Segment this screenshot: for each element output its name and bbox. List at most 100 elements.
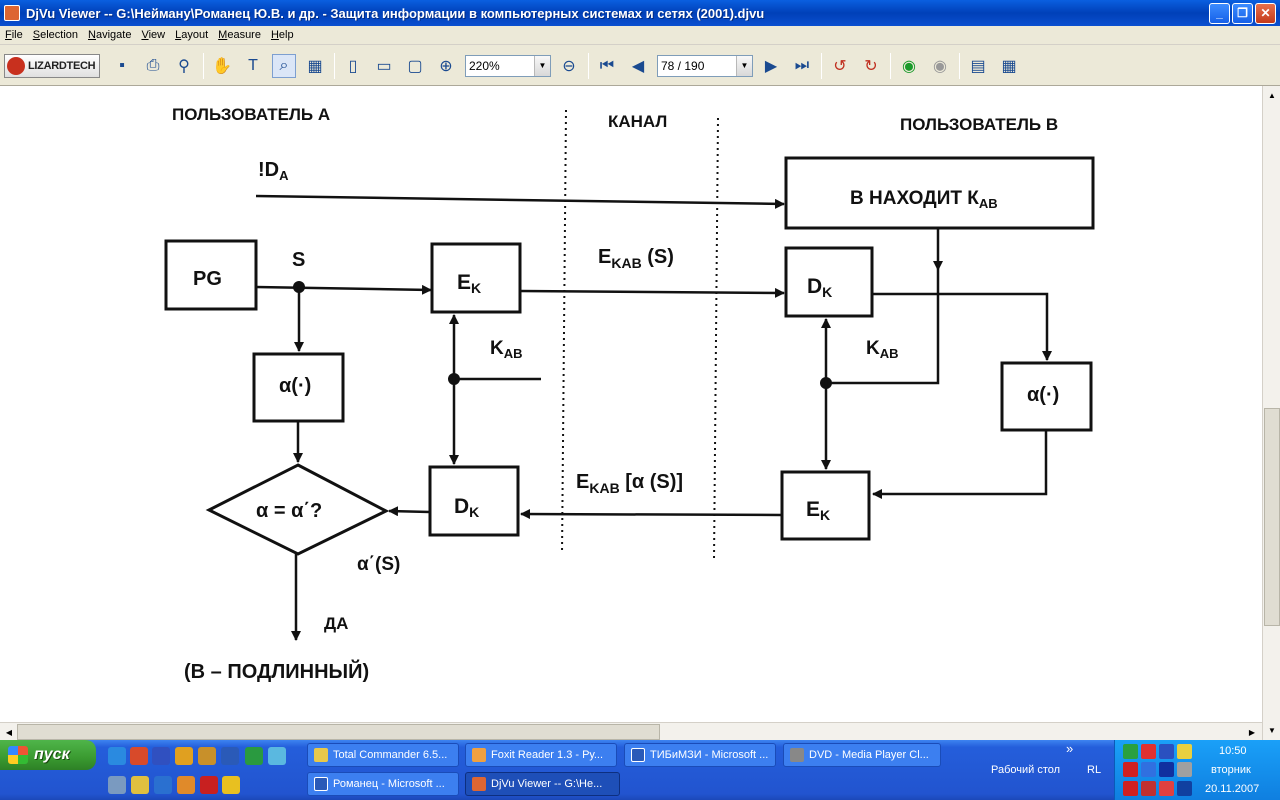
language-indicator[interactable]: RL: [1087, 764, 1102, 776]
word-icon[interactable]: [221, 747, 239, 765]
task-media-player[interactable]: DVD - Media Player Cl...: [783, 743, 941, 767]
lizard-icon: [7, 56, 25, 75]
tray-red-icon[interactable]: [1159, 781, 1174, 796]
tray-play-icon[interactable]: [1159, 762, 1174, 777]
desktop-toolbar-label[interactable]: Рабочий стол: [991, 764, 1061, 776]
dk-decrypt-box-a: [428, 465, 520, 537]
menu-layout[interactable]: Layout: [175, 29, 209, 41]
task-label: Foxit Reader 1.3 - Ру...: [491, 749, 603, 761]
zoom-in-icon[interactable]: ⊕: [439, 57, 453, 75]
minimize-button[interactable]: _: [1209, 2, 1230, 24]
find-icon[interactable]: ⚲: [178, 57, 190, 75]
floppy-icon[interactable]: [152, 747, 170, 765]
menu-selection[interactable]: Selection: [32, 29, 79, 41]
total-commander-icon: [314, 748, 328, 762]
winamp-icon[interactable]: [175, 747, 193, 765]
vertical-scroll-thumb[interactable]: [1264, 408, 1280, 626]
tray-pen-icon[interactable]: [1177, 744, 1192, 759]
marquee-zoom-icon[interactable]: ▦: [307, 57, 323, 75]
print-icon[interactable]: ⎙: [146, 56, 160, 74]
chevron-down-icon[interactable]: ▼: [736, 55, 752, 76]
alpha-box-a: [252, 352, 345, 423]
task-word-tibimzi[interactable]: ТИБиМЗИ - Microsoft ...: [624, 743, 776, 767]
foxit-icon: [472, 748, 486, 762]
scroll-left-icon[interactable]: ◀: [5, 727, 13, 737]
zoom-select[interactable]: 220% ▼: [465, 54, 551, 77]
warning-icon[interactable]: [222, 776, 240, 794]
text-select-icon[interactable]: T: [248, 56, 258, 74]
horizontal-scrollbar[interactable]: ◀ ▶: [0, 722, 1262, 740]
djvu-app-icon[interactable]: [4, 5, 20, 21]
lizardtech-logo[interactable]: LIZARDTECH: [4, 53, 100, 78]
ati-icon[interactable]: [1141, 781, 1156, 796]
volume-icon[interactable]: [1177, 762, 1192, 777]
horizontal-scroll-thumb[interactable]: [17, 724, 660, 740]
scroll-down-icon[interactable]: ▼: [1268, 725, 1276, 735]
menu-measure[interactable]: Measure: [218, 29, 261, 41]
first-page-icon[interactable]: ⏮: [599, 56, 615, 74]
task-word-romanets[interactable]: Романец - Microsoft ...: [307, 772, 459, 796]
last-page-icon[interactable]: ⏭: [794, 56, 810, 74]
forward-icon[interactable]: ◉: [933, 57, 947, 75]
rotate-left-icon[interactable]: ↺: [833, 57, 847, 75]
actual-size-icon[interactable]: ▢: [407, 57, 423, 75]
acrobat-icon[interactable]: [130, 747, 148, 765]
task-total-commander[interactable]: Total Commander 6.5...: [307, 743, 459, 767]
single-page-view-icon[interactable]: ▤: [970, 57, 986, 75]
ek-top-label: EK: [457, 271, 481, 296]
close-button[interactable]: ✕: [1255, 2, 1276, 24]
tray-star-icon[interactable]: [1123, 781, 1138, 796]
zoom-tool-icon[interactable]: ⌕: [272, 53, 296, 78]
opera-icon[interactable]: [200, 776, 218, 794]
yes-label: ДА: [324, 614, 348, 633]
next-page-icon[interactable]: ▶: [764, 57, 778, 75]
scroll-right-icon[interactable]: ▶: [1248, 727, 1256, 737]
more-tasks-icon[interactable]: »: [1066, 741, 1074, 756]
thumbnails-icon[interactable]: ▦: [1001, 57, 1017, 75]
user-icon[interactable]: [198, 747, 216, 765]
kaspersky-icon[interactable]: [1123, 762, 1138, 777]
brush-icon[interactable]: [268, 747, 286, 765]
rotate-right-icon[interactable]: ↻: [864, 57, 878, 75]
vertical-scrollbar[interactable]: ▲ ▼: [1262, 86, 1280, 740]
task-foxit-reader[interactable]: Foxit Reader 1.3 - Ру...: [465, 743, 617, 767]
task-label: Романец - Microsoft ...: [333, 778, 445, 790]
previous-page-icon[interactable]: ◀: [631, 57, 645, 75]
monitor-icon[interactable]: [108, 776, 126, 794]
folder-icon[interactable]: [131, 776, 149, 794]
hand-tool-icon[interactable]: ✋: [212, 57, 232, 75]
id-a-arrow: [255, 194, 785, 209]
title-bar: DjVu Viewer -- G:\Нейману\Романец Ю.В. и…: [0, 0, 1280, 26]
search-icon[interactable]: [154, 776, 172, 794]
restore-button[interactable]: ❐: [1232, 2, 1253, 24]
clock-time[interactable]: 10:50: [1219, 745, 1247, 757]
fit-width-icon[interactable]: ▭: [376, 57, 392, 75]
keyboard-layout-icon[interactable]: [1177, 781, 1192, 796]
user-b-heading: ПОЛЬЗОВАТЕЛЬ В: [900, 115, 1058, 134]
task-djvu-viewer[interactable]: DjVu Viewer -- G:\Не...: [465, 772, 620, 796]
player-icon[interactable]: [177, 776, 195, 794]
result-label: (В – ПОДЛИННЫЙ): [184, 659, 369, 683]
scroll-up-icon[interactable]: ▲: [1268, 90, 1276, 100]
fit-page-icon[interactable]: ▯: [348, 57, 358, 75]
document-view[interactable]: ПОЛЬЗОВАТЕЛЬ А КАНАЛ ПОЛЬЗОВАТЕЛЬ В !DA …: [0, 86, 1262, 722]
excel-icon[interactable]: [245, 747, 263, 765]
start-label: пуск: [34, 746, 70, 763]
ie-icon[interactable]: [108, 747, 126, 765]
ek-encrypt-box-a: [430, 242, 522, 314]
save-icon[interactable]: ▪: [119, 56, 125, 74]
page-select[interactable]: 78 / 190 ▼: [657, 54, 753, 77]
tray-network-icon[interactable]: [1159, 744, 1174, 759]
menu-file[interactable]: File: [5, 29, 23, 41]
back-icon[interactable]: ◉: [902, 57, 916, 75]
zoom-out-icon[interactable]: ⊖: [562, 57, 576, 75]
menu-bar: File Selection Navigate View Layout Meas…: [0, 26, 1280, 45]
chevron-down-icon[interactable]: ▼: [534, 55, 550, 76]
tray-stop-icon[interactable]: [1141, 744, 1156, 759]
start-button[interactable]: пуск: [0, 740, 96, 770]
tray-app-icon[interactable]: [1123, 744, 1138, 759]
menu-help[interactable]: Help: [270, 29, 294, 41]
menu-view[interactable]: View: [141, 29, 166, 41]
tray-globe-icon[interactable]: [1141, 762, 1156, 777]
menu-navigate[interactable]: Navigate: [88, 29, 132, 41]
